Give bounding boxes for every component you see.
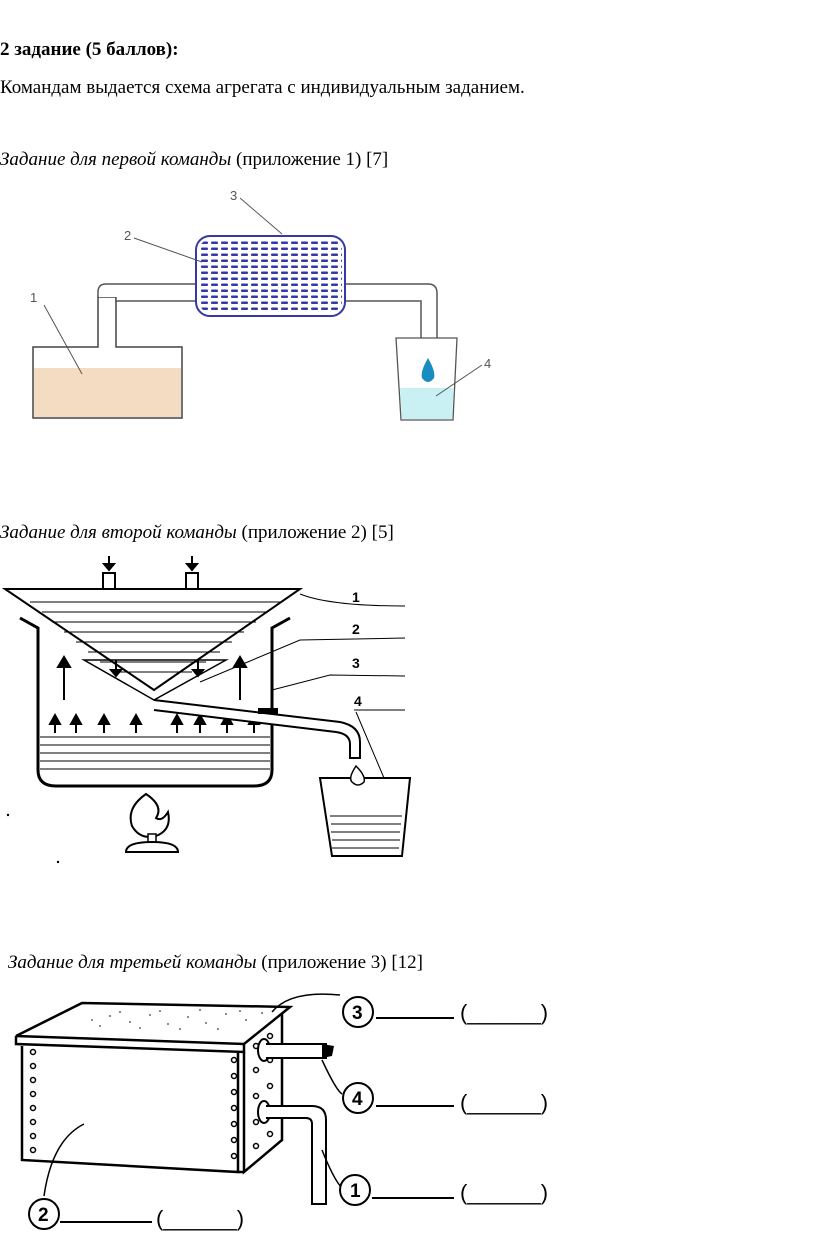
fig3-blank-2: (______): [156, 1206, 244, 1231]
task-1-label: Задание для первой команды: [0, 149, 232, 170]
task-2-label: Задание для второй команды: [0, 522, 237, 543]
fig1-drop: [421, 358, 435, 382]
fig3-label-2: 2: [38, 1205, 49, 1226]
fig2-pot: [19, 616, 291, 788]
fig2-label-4: 4: [354, 693, 362, 709]
fig3-blank-4: (______): [460, 1090, 548, 1115]
fig2-beaker: [318, 777, 412, 857]
fig3-blank-1: (______): [460, 1180, 548, 1205]
fig2-flame: [129, 792, 170, 838]
fig3-label-4: 4: [352, 1089, 363, 1110]
task-2-suffix: (приложение 2) [5]: [236, 522, 394, 543]
task-3-label: Задание для третьей команды: [8, 952, 257, 973]
intro-text: Командам выдается схема агрегата с индив…: [0, 77, 525, 98]
fig2-label-2: 2: [352, 621, 360, 637]
fig3-lid: [15, 1001, 294, 1046]
fig2-outlet-tube: [153, 699, 361, 759]
fig1-flask-liquid: [34, 368, 181, 417]
fig2-collector: [81, 659, 229, 701]
fig1-label-2: 2: [124, 228, 131, 243]
fig2-funnel: [1, 588, 304, 692]
task-1-line: Задание для первой команды (приложение 1…: [0, 148, 388, 172]
task-3-suffix: (приложение 3) [12]: [256, 952, 424, 973]
task-heading: 2 задание (5 баллов):: [0, 39, 179, 60]
fig3-tank-body: [20, 1046, 240, 1174]
task-2-line: Задание для второй команды (приложение 2…: [0, 521, 394, 545]
fig3-label-1: 1: [350, 1181, 361, 1202]
fig3-upper-pipe: [266, 1043, 327, 1059]
fig1-label-1: 1: [30, 290, 37, 305]
fig2-label-1: 1: [352, 589, 360, 605]
fig3-lower-pipe: [266, 1105, 327, 1205]
fig3-label-3: 3: [352, 1003, 363, 1024]
fig2-label-3: 3: [352, 655, 360, 671]
fig1-glass-liquid: [400, 388, 454, 419]
fig1-label-3: 3: [230, 188, 237, 203]
fig3-blank-3: (______): [460, 1000, 548, 1025]
task-3-line: Задание для третьей команды (приложение …: [8, 951, 423, 975]
fig1-label-4: 4: [484, 356, 491, 371]
task-1-suffix: (приложение 1) [7]: [231, 149, 389, 170]
